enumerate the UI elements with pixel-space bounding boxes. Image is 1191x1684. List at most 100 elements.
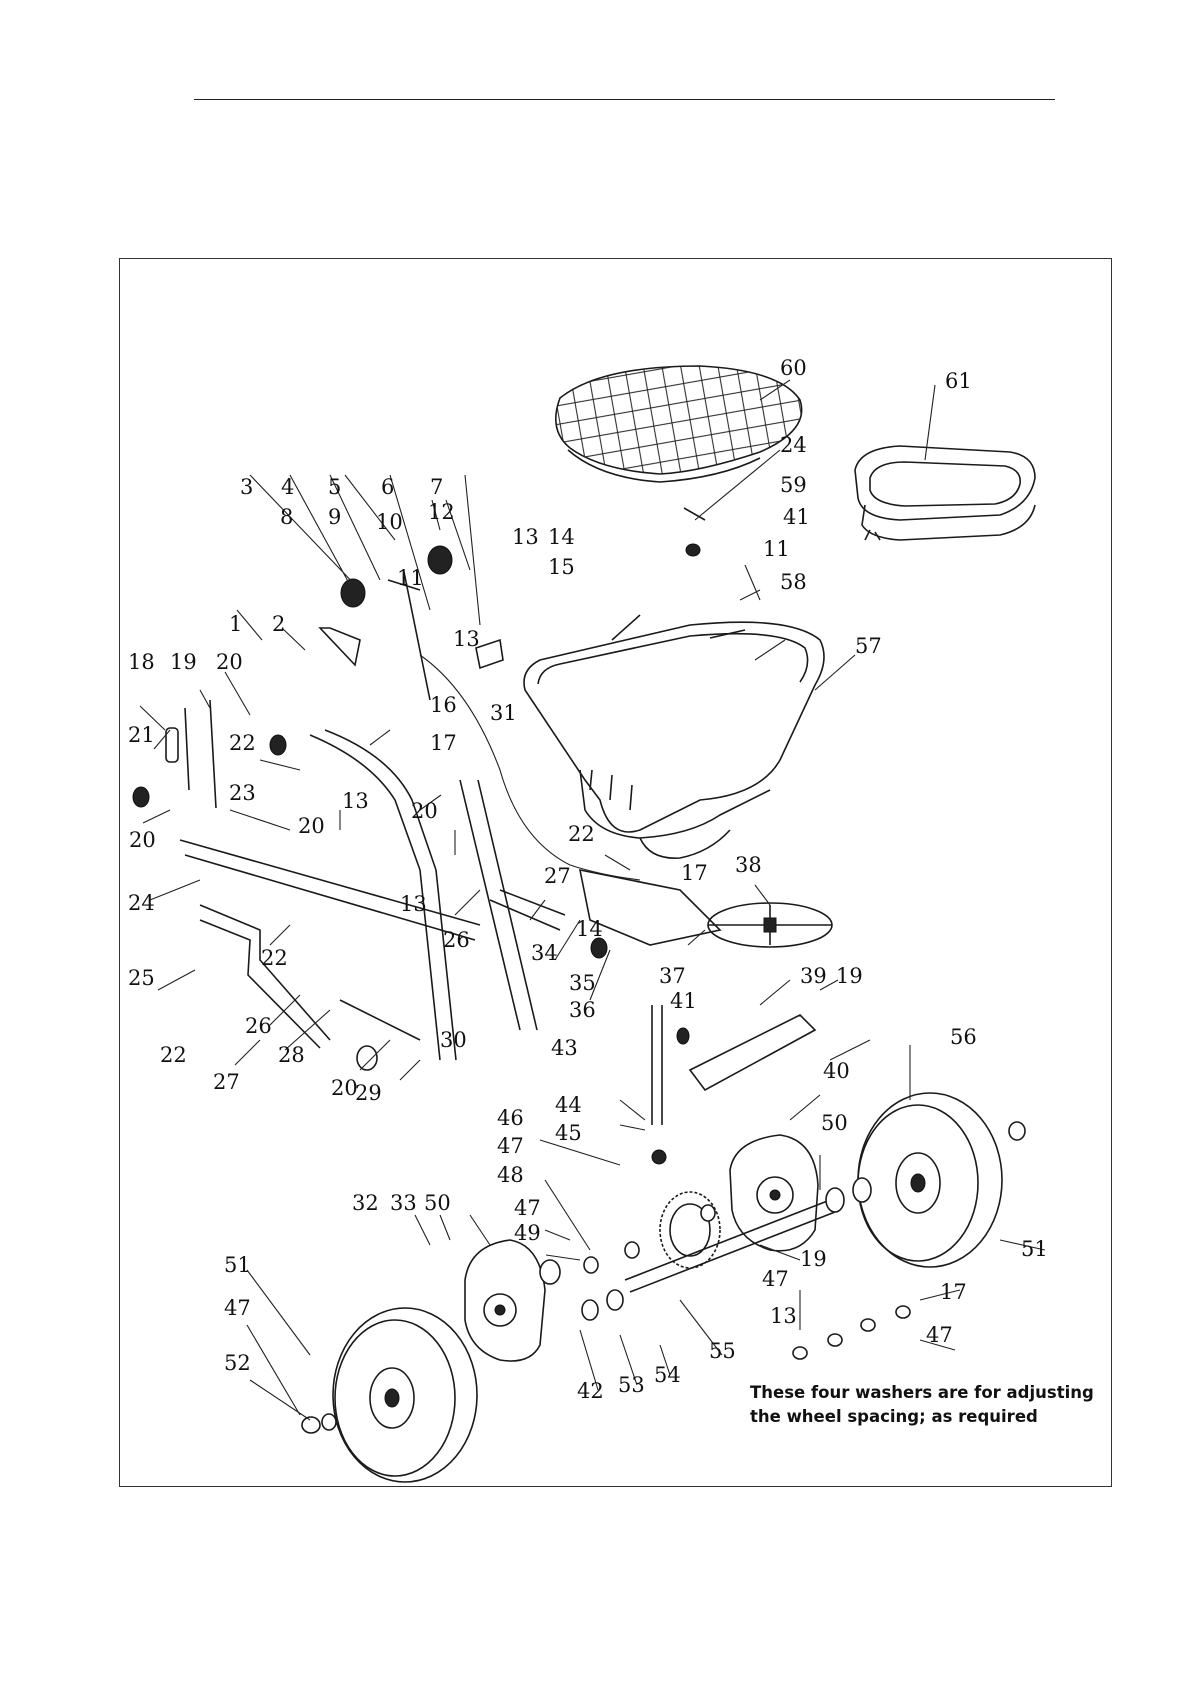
callout-12: 12 <box>428 500 455 524</box>
callout-9: 9 <box>328 505 341 529</box>
callout-31: 31 <box>490 701 517 725</box>
washer-note-line1: These four washers are for adjusting <box>750 1383 1094 1402</box>
callout-20-left: 20 <box>129 828 156 852</box>
diagram-frame <box>119 258 1112 1487</box>
callout-13-mid: 13 <box>453 627 480 651</box>
callout-26-left: 26 <box>245 1014 272 1038</box>
spinner-disc <box>707 902 833 948</box>
wheel-left <box>332 1307 478 1483</box>
hopper-lid <box>554 365 803 483</box>
callout-6: 6 <box>381 475 394 499</box>
callout-22-top: 22 <box>229 731 256 755</box>
callout-33: 33 <box>390 1191 417 1215</box>
callout-2: 2 <box>272 612 285 636</box>
callout-11: 11 <box>397 566 424 590</box>
callout-14-top: 14 <box>548 525 575 549</box>
callout-42: 42 <box>577 1379 604 1403</box>
callout-47-top: 47 <box>497 1134 524 1158</box>
callout-26-right: 26 <box>443 928 470 952</box>
callout-19-right: 19 <box>836 964 863 988</box>
header-rule <box>194 99 1055 100</box>
callout-55: 55 <box>709 1339 736 1363</box>
callout-7: 7 <box>430 475 443 499</box>
callout-30: 30 <box>440 1028 467 1052</box>
callout-60: 60 <box>780 356 807 380</box>
callout-23: 23 <box>229 781 256 805</box>
washer-note-line2: the wheel spacing; as required <box>750 1407 1038 1426</box>
small-hardware <box>132 507 1026 1434</box>
callout-19-housing: 19 <box>800 1247 827 1271</box>
hopper <box>523 621 825 859</box>
callout-46: 46 <box>497 1106 524 1130</box>
gearbox-housing-left <box>464 1239 546 1362</box>
callout-21: 21 <box>128 723 155 747</box>
deflector <box>688 1014 817 1092</box>
callout-20-frame: 20 <box>298 814 325 838</box>
callout-8: 8 <box>280 505 293 529</box>
callout-17-wheel: 17 <box>940 1280 967 1304</box>
callout-16: 16 <box>430 693 457 717</box>
callout-44: 44 <box>555 1093 582 1117</box>
callout-18: 18 <box>128 650 155 674</box>
callout-47-washers: 47 <box>926 1323 953 1347</box>
callout-3: 3 <box>240 475 253 499</box>
wheel-right <box>857 1092 1003 1268</box>
callout-29: 29 <box>355 1081 382 1105</box>
callout-27-left: 27 <box>213 1070 240 1094</box>
callout-14-frame: 14 <box>576 917 603 941</box>
callout-5: 5 <box>328 475 341 499</box>
callout-24-left: 24 <box>128 891 155 915</box>
washer-note: These four washers are for adjusting the… <box>750 1381 1094 1429</box>
callout-20-top: 20 <box>216 650 243 674</box>
callout-25: 25 <box>128 966 155 990</box>
callout-47-mid: 47 <box>514 1196 541 1220</box>
callout-22-mid: 22 <box>261 946 288 970</box>
callout-34: 34 <box>531 941 558 965</box>
storage-cover <box>854 445 1036 541</box>
callout-37: 37 <box>659 964 686 988</box>
callout-13-axle: 13 <box>770 1304 797 1328</box>
callout-1: 1 <box>229 612 242 636</box>
callout-43: 43 <box>551 1036 578 1060</box>
callout-41-mid: 41 <box>670 989 697 1013</box>
callout-11-hopper: 11 <box>763 537 790 561</box>
callout-22-bottom: 22 <box>160 1043 187 1067</box>
callout-47-gear: 47 <box>762 1267 789 1291</box>
callout-28: 28 <box>278 1043 305 1067</box>
callout-32: 32 <box>352 1191 379 1215</box>
drive-shaft <box>651 1005 663 1125</box>
callout-56: 56 <box>950 1025 977 1049</box>
callout-39: 39 <box>800 964 827 988</box>
callout-35: 35 <box>569 971 596 995</box>
callout-57: 57 <box>855 634 882 658</box>
callout-54: 54 <box>654 1363 681 1387</box>
control-cable <box>419 654 641 881</box>
callout-4: 4 <box>281 475 294 499</box>
callout-50-right: 50 <box>821 1111 848 1135</box>
callout-49: 49 <box>514 1221 541 1245</box>
callout-13-top: 13 <box>512 525 539 549</box>
callout-38: 38 <box>735 853 762 877</box>
callout-13-tube: 13 <box>400 892 427 916</box>
callout-50-left: 50 <box>424 1191 451 1215</box>
callout-labels: 1 2 3 4 5 6 7 8 9 10 11 11 12 13 13 13 1… <box>128 356 1048 1403</box>
callout-20-bottom: 20 <box>331 1076 358 1100</box>
callout-36: 36 <box>569 998 596 1022</box>
leader-lines <box>139 379 1046 1421</box>
callout-58: 58 <box>780 570 807 594</box>
callout-40: 40 <box>823 1059 850 1083</box>
frame-tubes <box>179 729 722 1061</box>
callout-20-spring: 20 <box>411 799 438 823</box>
callout-51-left: 51 <box>224 1253 251 1277</box>
callout-45: 45 <box>555 1121 582 1145</box>
callout-61: 61 <box>945 369 972 393</box>
callout-53: 53 <box>618 1373 645 1397</box>
callout-17-mid: 17 <box>681 861 708 885</box>
callout-24-top: 24 <box>780 433 807 457</box>
callout-47-left: 47 <box>224 1296 251 1320</box>
callout-48: 48 <box>497 1163 524 1187</box>
callout-51-right: 51 <box>1021 1237 1048 1261</box>
callout-17-top: 17 <box>430 731 457 755</box>
axle <box>624 1199 836 1293</box>
